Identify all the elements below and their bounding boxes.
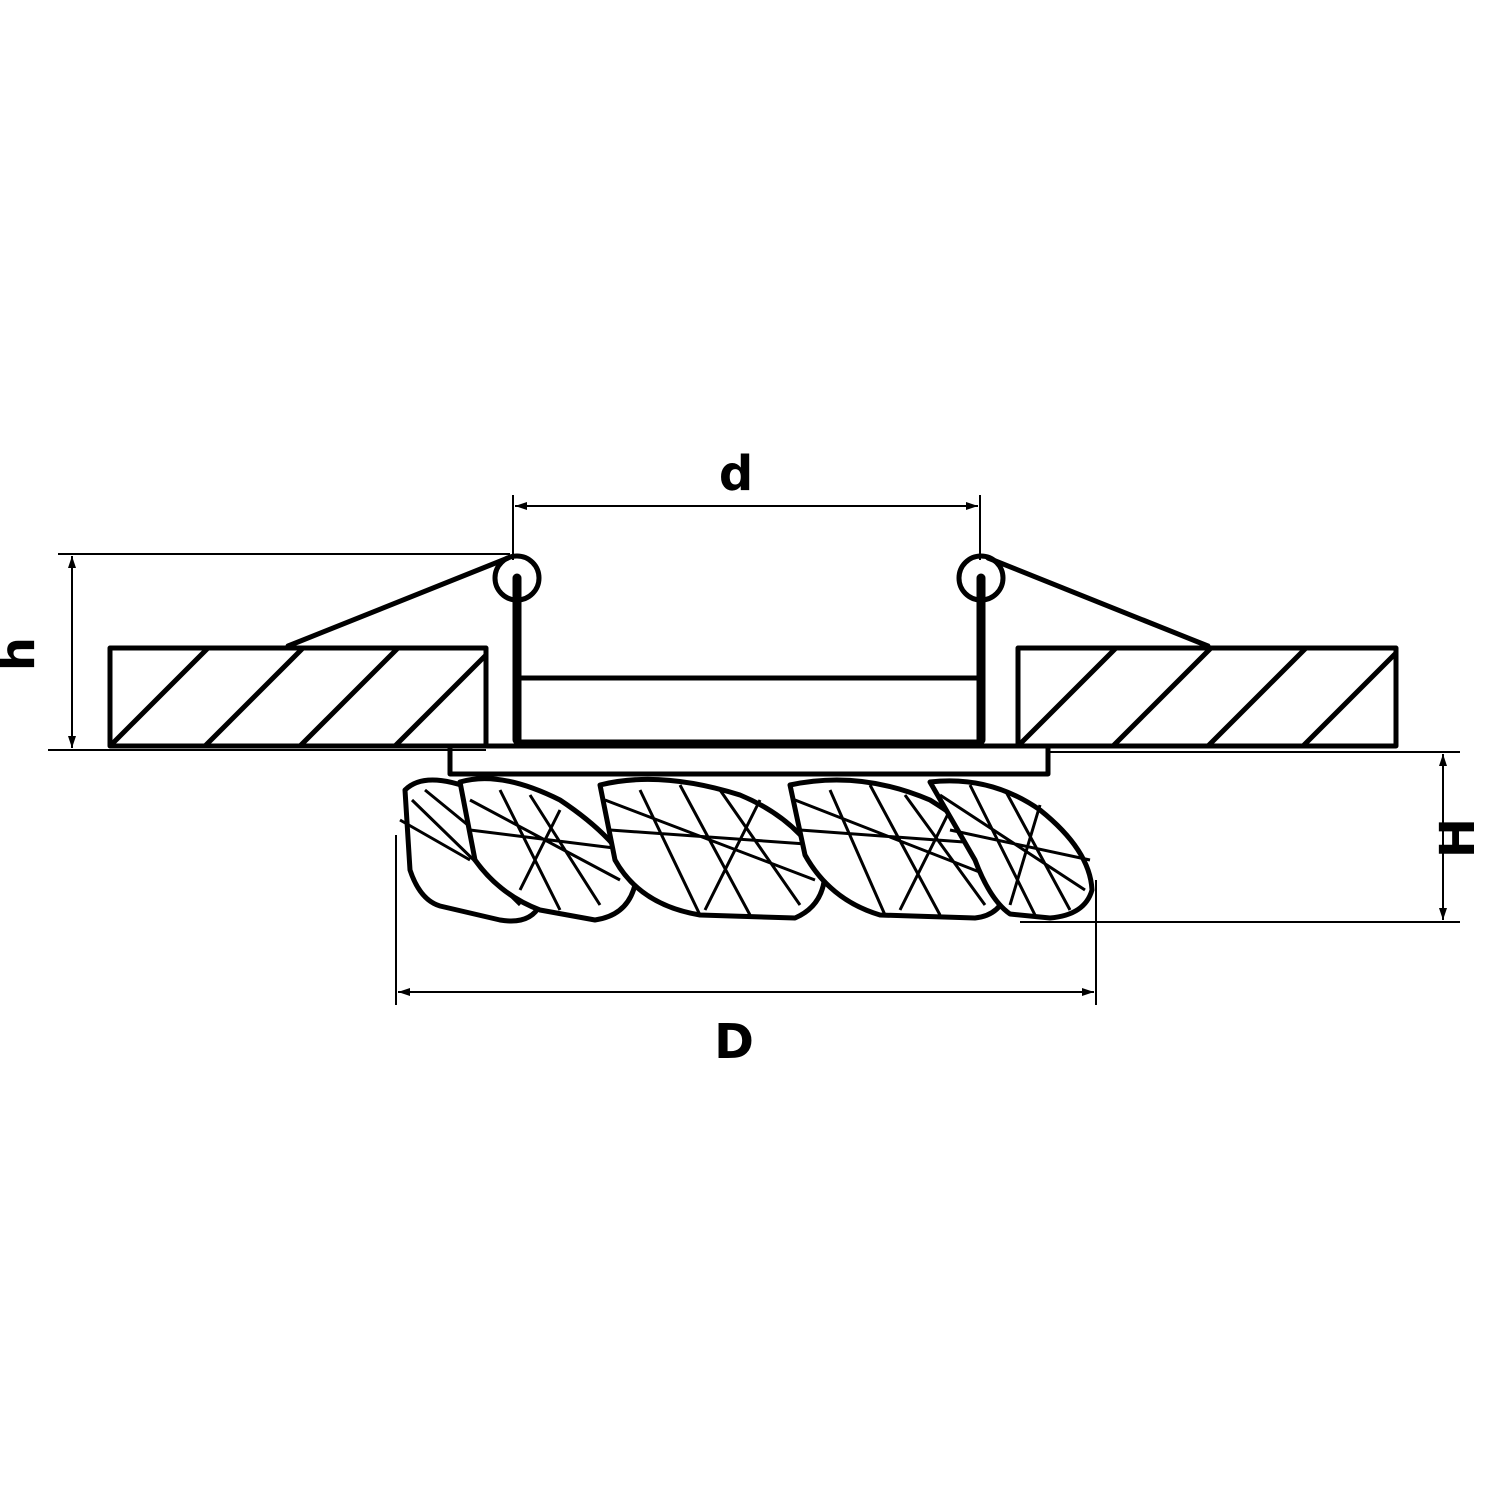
dimension-label-d: d [719,446,753,502]
hatch-left [110,648,486,746]
fixture-frame-plate [447,743,1051,777]
ceiling-section-right [1015,645,1399,749]
ceiling-section-left [107,645,489,749]
crystal-piece [927,778,1095,921]
dimension-H: H [1020,751,1486,923]
crystal-decoration [399,776,1095,924]
dimension-label-h: h [0,637,46,671]
dimension-label-D: D [714,1014,754,1070]
hatch-right [1018,648,1396,746]
dimension-label-H: H [1430,818,1486,858]
dimension-h: h [0,553,510,751]
dimension-D: D [395,835,1097,1070]
fixture-body [514,675,984,745]
dimension-d: d [512,446,981,560]
crystal-piece [787,777,1013,921]
